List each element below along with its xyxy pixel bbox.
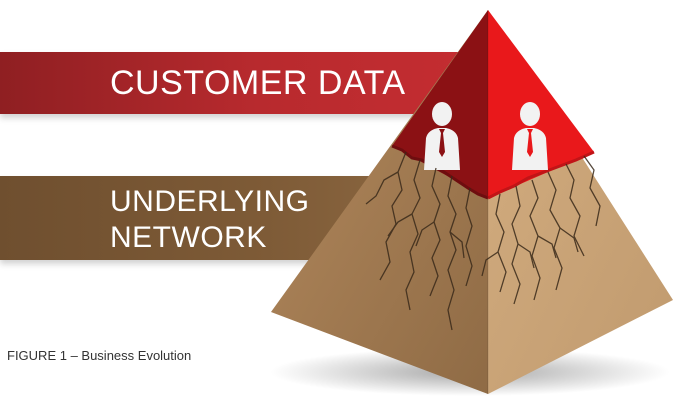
underlying-network-label: UNDERLYING NETWORK bbox=[110, 184, 309, 256]
businessman-icon bbox=[512, 102, 548, 170]
figure-caption: FIGURE 1 – Business Evolution bbox=[7, 348, 192, 363]
customer-data-label: CUSTOMER DATA bbox=[110, 64, 406, 102]
businessman-icon bbox=[424, 102, 460, 170]
customer-data-band: CUSTOMER DATA bbox=[0, 52, 470, 114]
root-cracks bbox=[365, 151, 601, 331]
cap-edge-right bbox=[487, 150, 595, 200]
underlying-network-line1: UNDERLYING bbox=[110, 185, 310, 218]
underlying-network-line2: NETWORK bbox=[110, 221, 267, 254]
